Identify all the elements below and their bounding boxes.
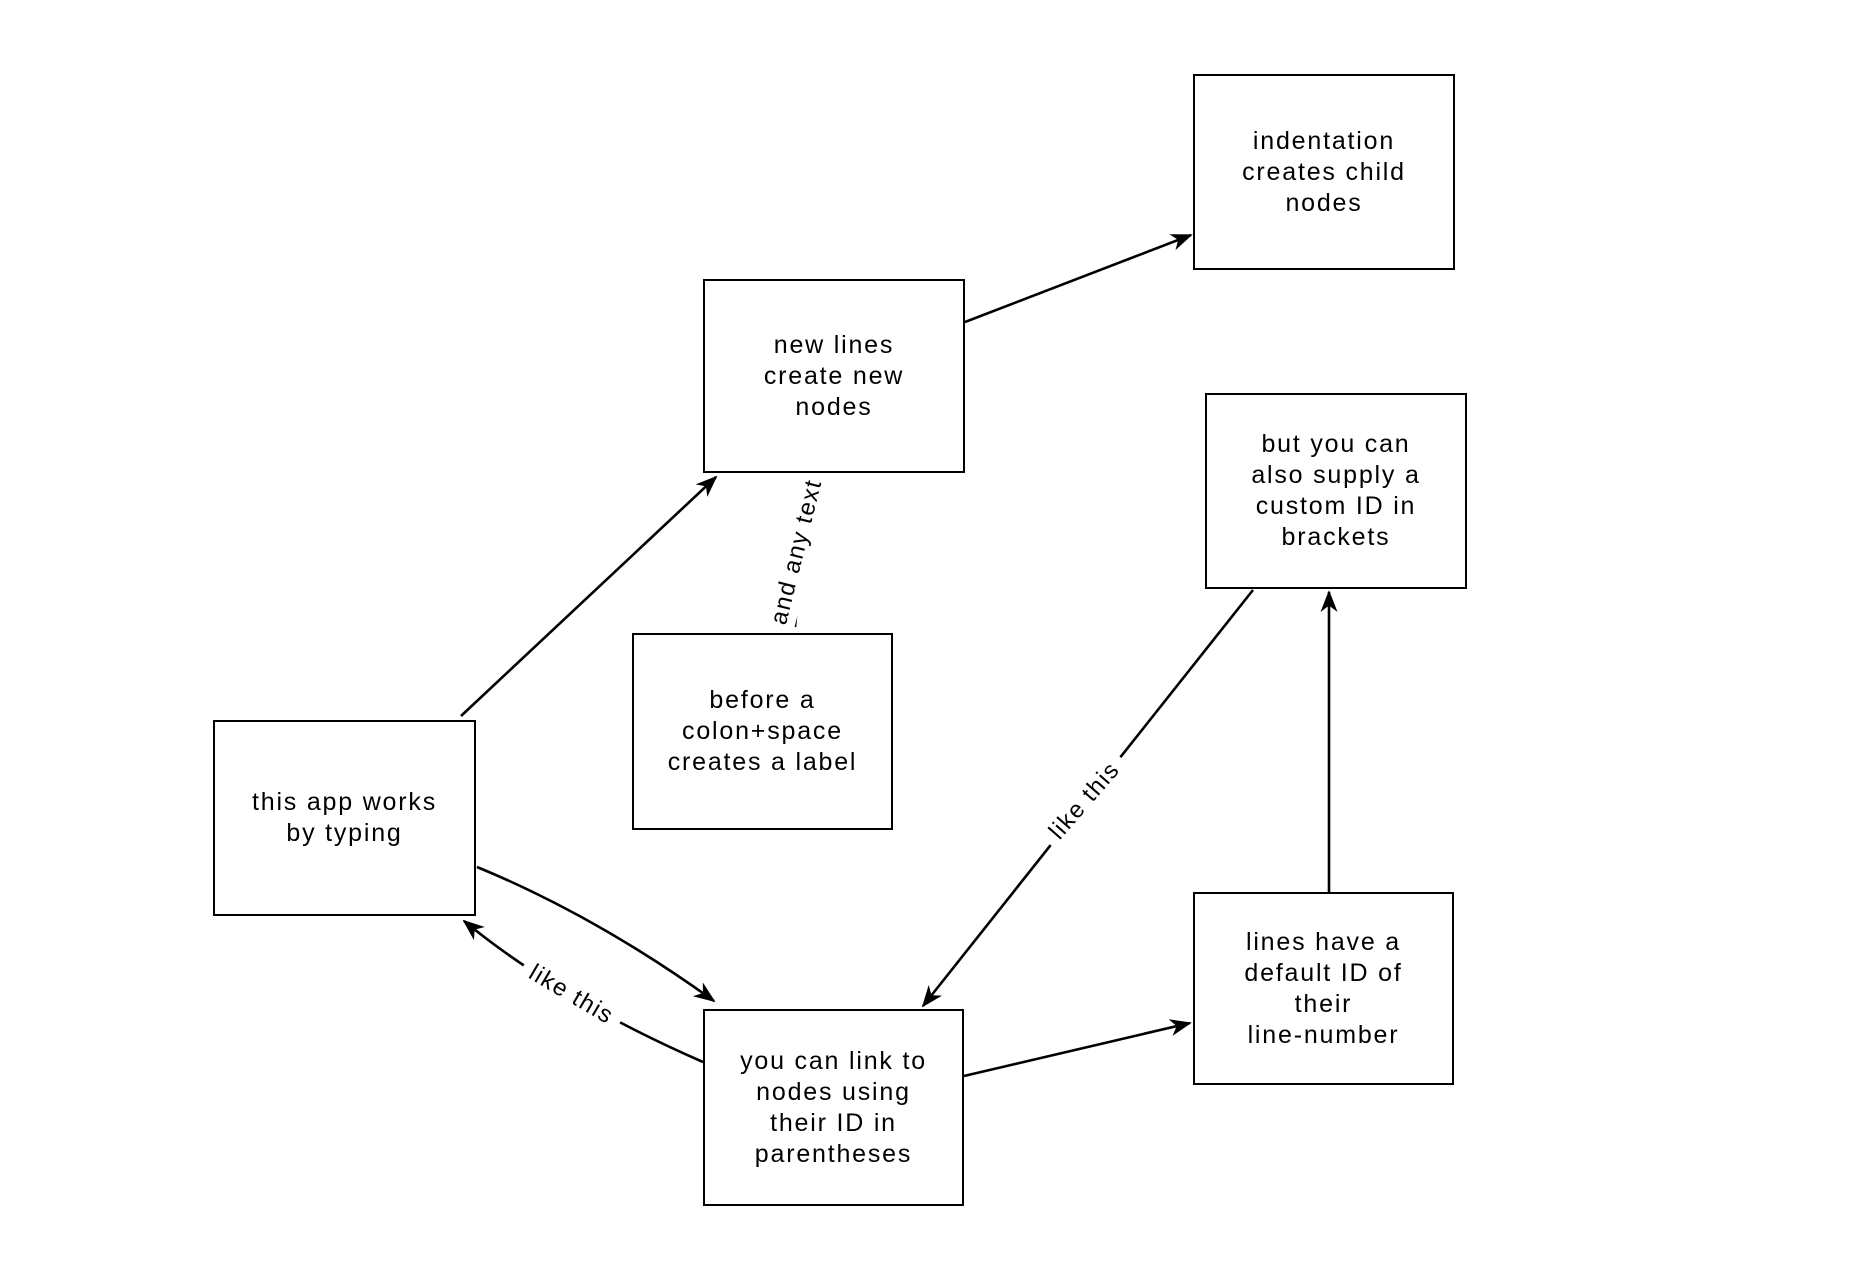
edge-typing-to-newlines[interactable]	[460, 475, 718, 717]
node-this-app-works-by-typing[interactable]: this app works by typing	[213, 720, 476, 916]
node-label: this app works by typing	[252, 788, 437, 847]
node-custom-id-in-brackets[interactable]: but you can also supply a custom ID in b…	[1205, 393, 1467, 589]
edge-link-to-lineno[interactable]	[963, 1019, 1192, 1078]
node-indentation-creates-child-nodes[interactable]: indentation creates child nodes	[1193, 74, 1455, 270]
edge-newlines-to-indentation[interactable]	[964, 233, 1193, 324]
node-label: indentation creates child nodes	[1242, 126, 1406, 217]
edge-typing-to-link[interactable]	[476, 865, 716, 1003]
node-label: but you can also supply a custom ID in b…	[1251, 430, 1421, 551]
node-label: new lines create new nodes	[763, 330, 905, 421]
node-colon-space-creates-label[interactable]: before a colon+space creates a label	[632, 633, 893, 830]
node-new-lines-create-new-nodes[interactable]: new lines create new nodes	[703, 279, 965, 473]
node-default-id-line-number[interactable]: lines have a default ID of their line-nu…	[1193, 892, 1454, 1085]
node-link-with-id-in-parentheses[interactable]: you can link to nodes using their ID in …	[703, 1009, 964, 1206]
node-label: before a colon+space creates a label	[667, 686, 858, 776]
node-label: lines have a default ID of their line-nu…	[1244, 927, 1403, 1049]
node-label: you can link to nodes using their ID in …	[740, 1046, 927, 1168]
